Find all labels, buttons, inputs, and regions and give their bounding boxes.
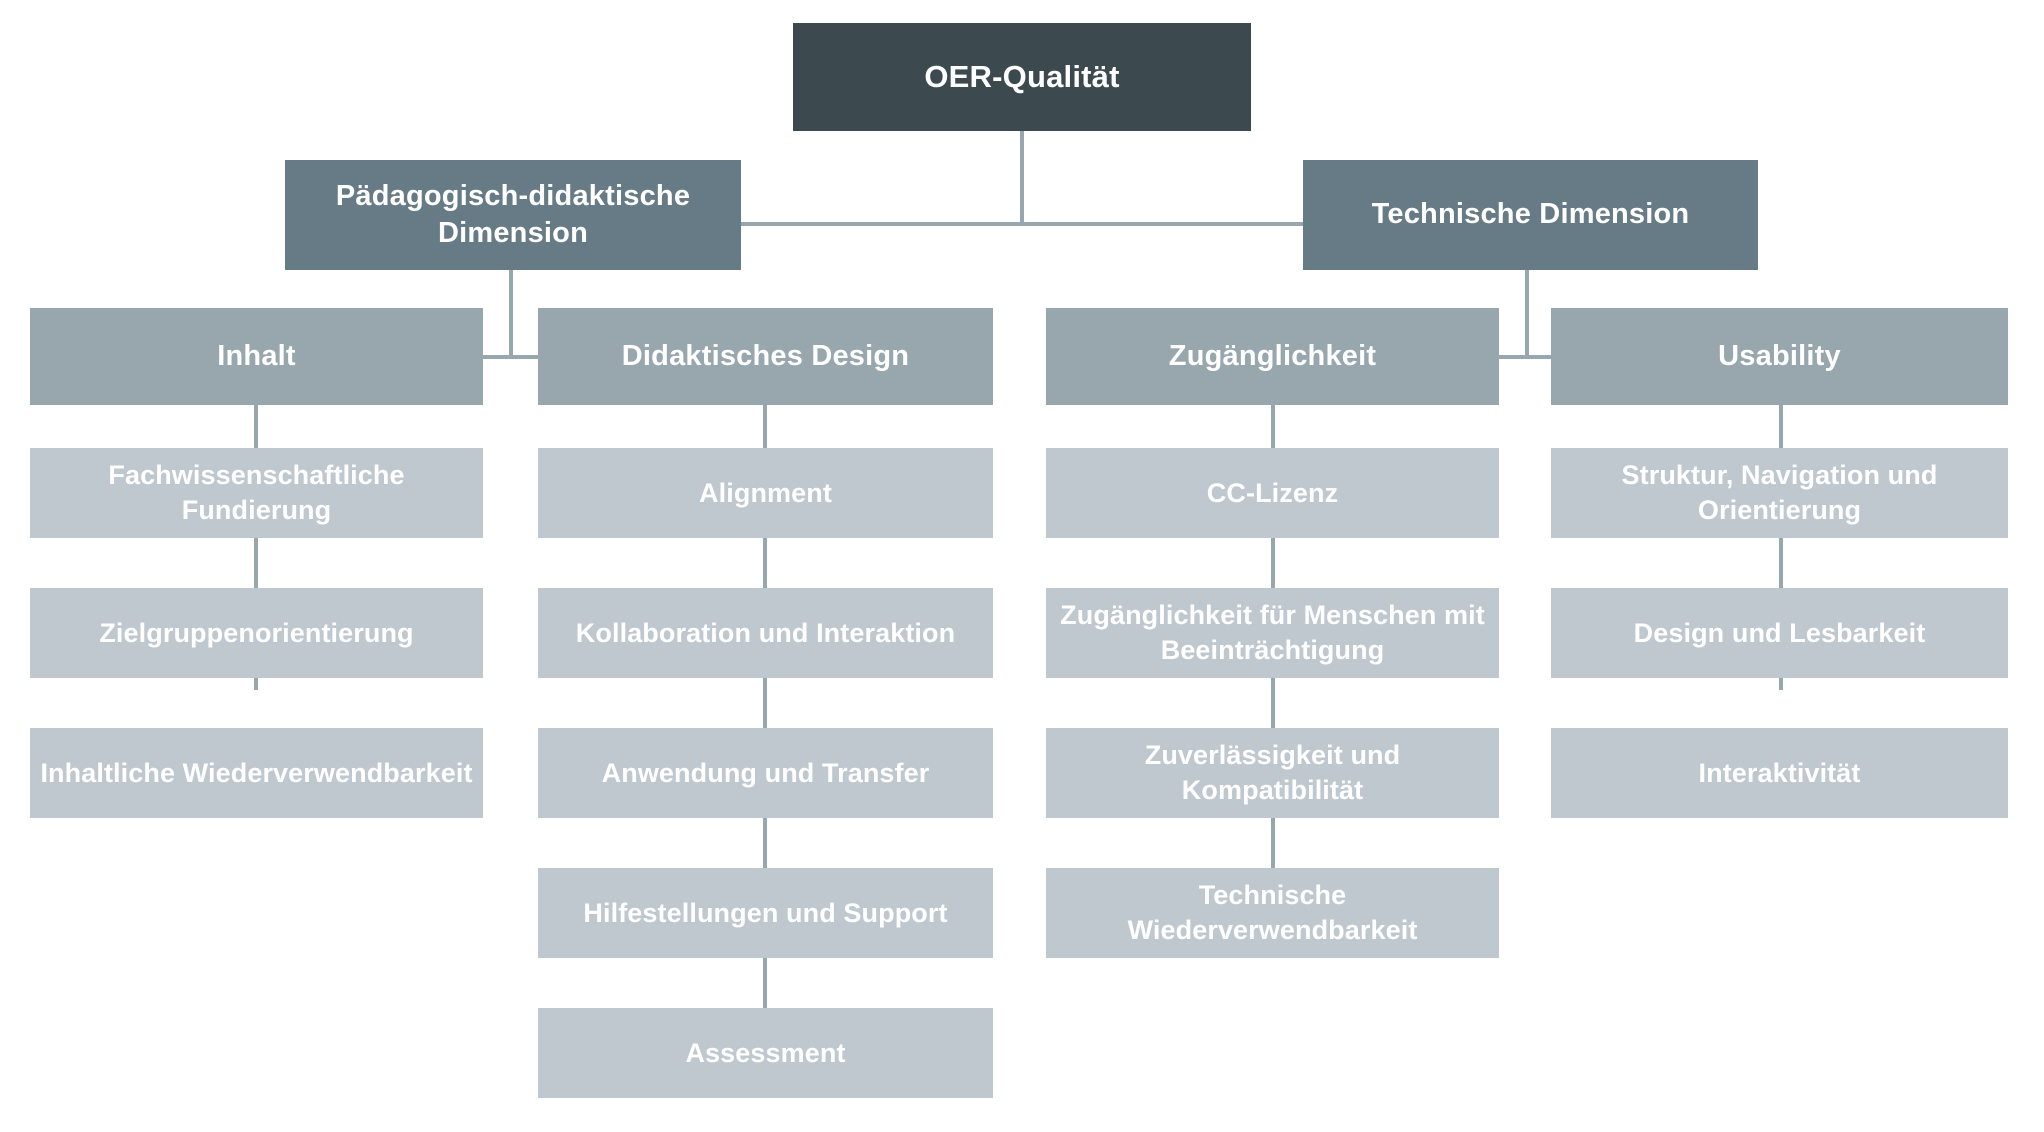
connector-left-category-bar	[483, 355, 538, 359]
connector-spine-usability	[1779, 405, 1783, 690]
criterion-node-struktur-navigation-und-orientierung[interactable]: Struktur, Navigation und Orientierung	[1551, 448, 2008, 538]
criterion-node-technische-wiederverwendbarkeit[interactable]: Technische Wiederverwendbarkeit	[1046, 868, 1499, 958]
category-node-didaktisches-design[interactable]: Didaktisches Design	[538, 308, 993, 405]
criterion-node-interaktivitaet[interactable]: Interaktivität	[1551, 728, 2008, 818]
criterion-node-assessment[interactable]: Assessment	[538, 1008, 993, 1098]
criterion-node-hilfestellungen-und-support[interactable]: Hilfestellungen und Support	[538, 868, 993, 958]
criterion-node-zugaenglichkeit-fuer-menschen-mit-beeintraechtigung[interactable]: Zugänglichkeit für Menschen mit Beeinträ…	[1046, 588, 1499, 678]
category-node-usability[interactable]: Usability	[1551, 308, 2008, 405]
connector-dimension-bar	[740, 222, 1303, 226]
category-node-zugaenglichkeit[interactable]: Zugänglichkeit	[1046, 308, 1499, 405]
dimension-node-technische[interactable]: Technische Dimension	[1303, 160, 1758, 270]
connector-left-dimension-stem	[509, 270, 513, 359]
criterion-node-cc-lizenz[interactable]: CC-Lizenz	[1046, 448, 1499, 538]
connector-root-stem	[1020, 131, 1024, 224]
connector-spine-inhalt	[254, 405, 258, 690]
dimension-node-paedagogisch-didaktische[interactable]: Pädagogisch-didaktische Dimension	[285, 160, 741, 270]
criterion-node-kollaboration-und-interaktion[interactable]: Kollaboration und Interaktion	[538, 588, 993, 678]
criterion-node-zielgruppenorientierung[interactable]: Zielgruppenorientierung	[30, 588, 483, 678]
criterion-node-anwendung-und-transfer[interactable]: Anwendung und Transfer	[538, 728, 993, 818]
criterion-node-fachwissenschaftliche-fundierung[interactable]: Fachwissenschaftliche Fundierung	[30, 448, 483, 538]
criterion-node-inhaltliche-wiederverwendbarkeit[interactable]: Inhaltliche Wiederverwendbarkeit	[30, 728, 483, 818]
root-node-oer-qualitaet[interactable]: OER-Qualität	[793, 23, 1251, 131]
criterion-node-design-und-lesbarkeit[interactable]: Design und Lesbarkeit	[1551, 588, 2008, 678]
connector-right-category-bar	[1499, 355, 1551, 359]
criterion-node-alignment[interactable]: Alignment	[538, 448, 993, 538]
criterion-node-zuverlaessigkeit-und-kompatibilitaet[interactable]: Zuverlässigkeit und Kompatibilität	[1046, 728, 1499, 818]
connector-right-dimension-stem	[1525, 218, 1529, 359]
category-node-inhalt[interactable]: Inhalt	[30, 308, 483, 405]
